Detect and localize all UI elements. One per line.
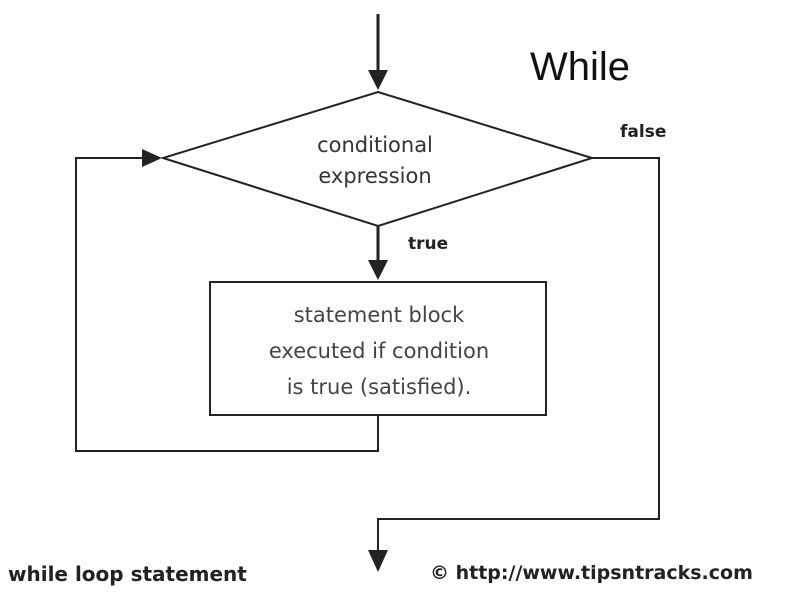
false-exit-line <box>377 157 660 550</box>
statement-line-3: is true (satisfied). <box>286 375 472 399</box>
decision-text: conditional expression <box>270 130 480 192</box>
diagram-title: While <box>530 45 631 89</box>
exit-arrowhead <box>368 550 388 572</box>
true-arrowhead <box>368 260 388 280</box>
source-credit: © http://www.tipsntracks.com <box>430 562 753 584</box>
statement-line-2: executed if condition <box>268 339 490 363</box>
loop-back-arrowhead <box>142 149 162 167</box>
false-branch-label: false <box>620 122 667 142</box>
statement-block-text: statement block executed if condition is… <box>212 297 546 405</box>
decision-line-2: expression <box>318 164 432 188</box>
statement-line-1: statement block <box>293 303 465 327</box>
decision-line-1: conditional <box>317 133 433 157</box>
true-branch-label: true <box>408 234 449 254</box>
entry-arrowhead <box>368 70 388 90</box>
loop-back-line <box>75 157 379 452</box>
diagram-caption: while loop statement <box>8 562 247 586</box>
